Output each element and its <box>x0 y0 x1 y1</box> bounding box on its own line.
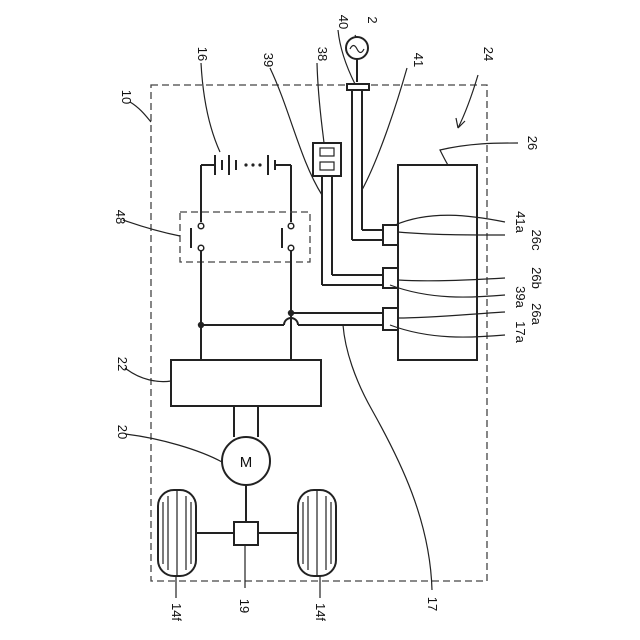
label-17: 17 <box>425 597 440 611</box>
gearbox <box>234 522 258 545</box>
port-26c <box>383 225 398 245</box>
label-2: 2 <box>365 16 380 23</box>
sensor-band <box>347 84 369 90</box>
battery <box>201 155 291 175</box>
label-41: 41 <box>411 53 426 67</box>
wheel-left <box>158 490 196 576</box>
motor-symbol: M <box>240 454 253 471</box>
power-source <box>346 37 368 82</box>
label-39a: 39a <box>513 286 528 308</box>
label-38: 38 <box>315 47 330 61</box>
label-10: 10 <box>119 90 134 104</box>
label-20: 20 <box>115 425 130 439</box>
label-22: 22 <box>115 357 130 371</box>
wheel-right <box>298 490 336 576</box>
label-26b: 26b <box>529 267 544 289</box>
label-24: 24 <box>481 47 496 61</box>
label-26: 26 <box>525 136 540 150</box>
label-14f-left: 14f <box>169 603 184 621</box>
label-48: 48 <box>113 210 128 224</box>
label-17a: 17a <box>513 321 528 343</box>
cable-41 <box>352 90 383 240</box>
label-26a: 26a <box>529 303 544 325</box>
label-40: 40 <box>336 15 351 29</box>
label-16: 16 <box>195 47 210 61</box>
label-14f-right: 14f <box>313 603 328 621</box>
label-26c: 26c <box>529 230 544 251</box>
connector-38 <box>313 143 341 176</box>
label-41a: 41a <box>513 211 528 233</box>
label-39: 39 <box>261 53 276 67</box>
label-19: 19 <box>237 599 252 613</box>
inverter-box <box>171 360 321 406</box>
